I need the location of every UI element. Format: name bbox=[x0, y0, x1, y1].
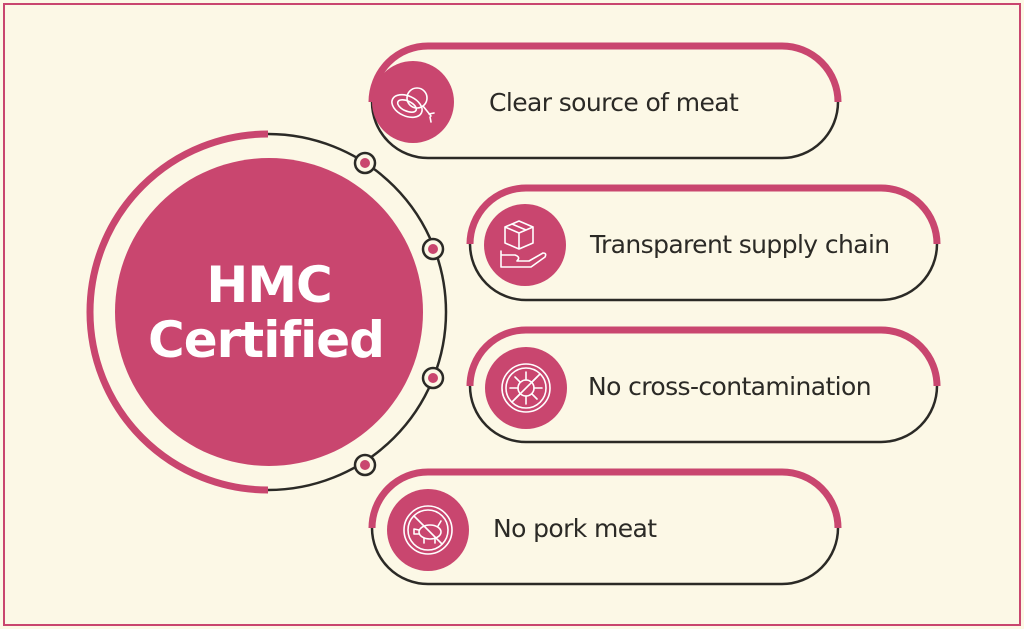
center-badge: HMC Certified bbox=[86, 130, 448, 494]
connector-dot bbox=[421, 366, 445, 390]
connector-dot bbox=[421, 237, 445, 261]
feature-label: No cross-contamination bbox=[588, 372, 871, 401]
card-bottom-border bbox=[370, 101, 840, 160]
outer-dark-arc bbox=[267, 132, 448, 492]
feature-label: Clear source of meat bbox=[489, 88, 739, 117]
card-top-border bbox=[466, 326, 941, 387]
no-germ-icon bbox=[485, 347, 567, 429]
feature-label: No pork meat bbox=[493, 514, 657, 543]
outer-pink-arc bbox=[86, 130, 269, 494]
feature-card: Clear source of meat bbox=[368, 42, 842, 160]
box-in-hand-icon bbox=[484, 204, 566, 286]
meat-icon bbox=[372, 61, 454, 143]
card-bottom-border bbox=[468, 385, 939, 444]
center-title-line2: Certified bbox=[148, 311, 384, 369]
card-bottom-border bbox=[468, 243, 939, 302]
center-circle bbox=[115, 158, 423, 466]
no-pork-icon bbox=[387, 489, 469, 571]
feature-card: No pork meat bbox=[368, 468, 842, 586]
card-top-border bbox=[368, 42, 842, 103]
feature-card: Transparent supply chain bbox=[466, 184, 941, 302]
feature-card: No cross-contamination bbox=[466, 326, 941, 444]
connector-dot bbox=[353, 151, 377, 175]
center-title-line1: HMC bbox=[206, 256, 331, 314]
page-border bbox=[3, 3, 1021, 626]
card-top-border bbox=[368, 468, 842, 529]
feature-label: Transparent supply chain bbox=[589, 230, 890, 259]
connector-dot bbox=[353, 453, 377, 477]
card-bottom-border bbox=[370, 527, 840, 586]
card-top-border bbox=[466, 184, 941, 245]
